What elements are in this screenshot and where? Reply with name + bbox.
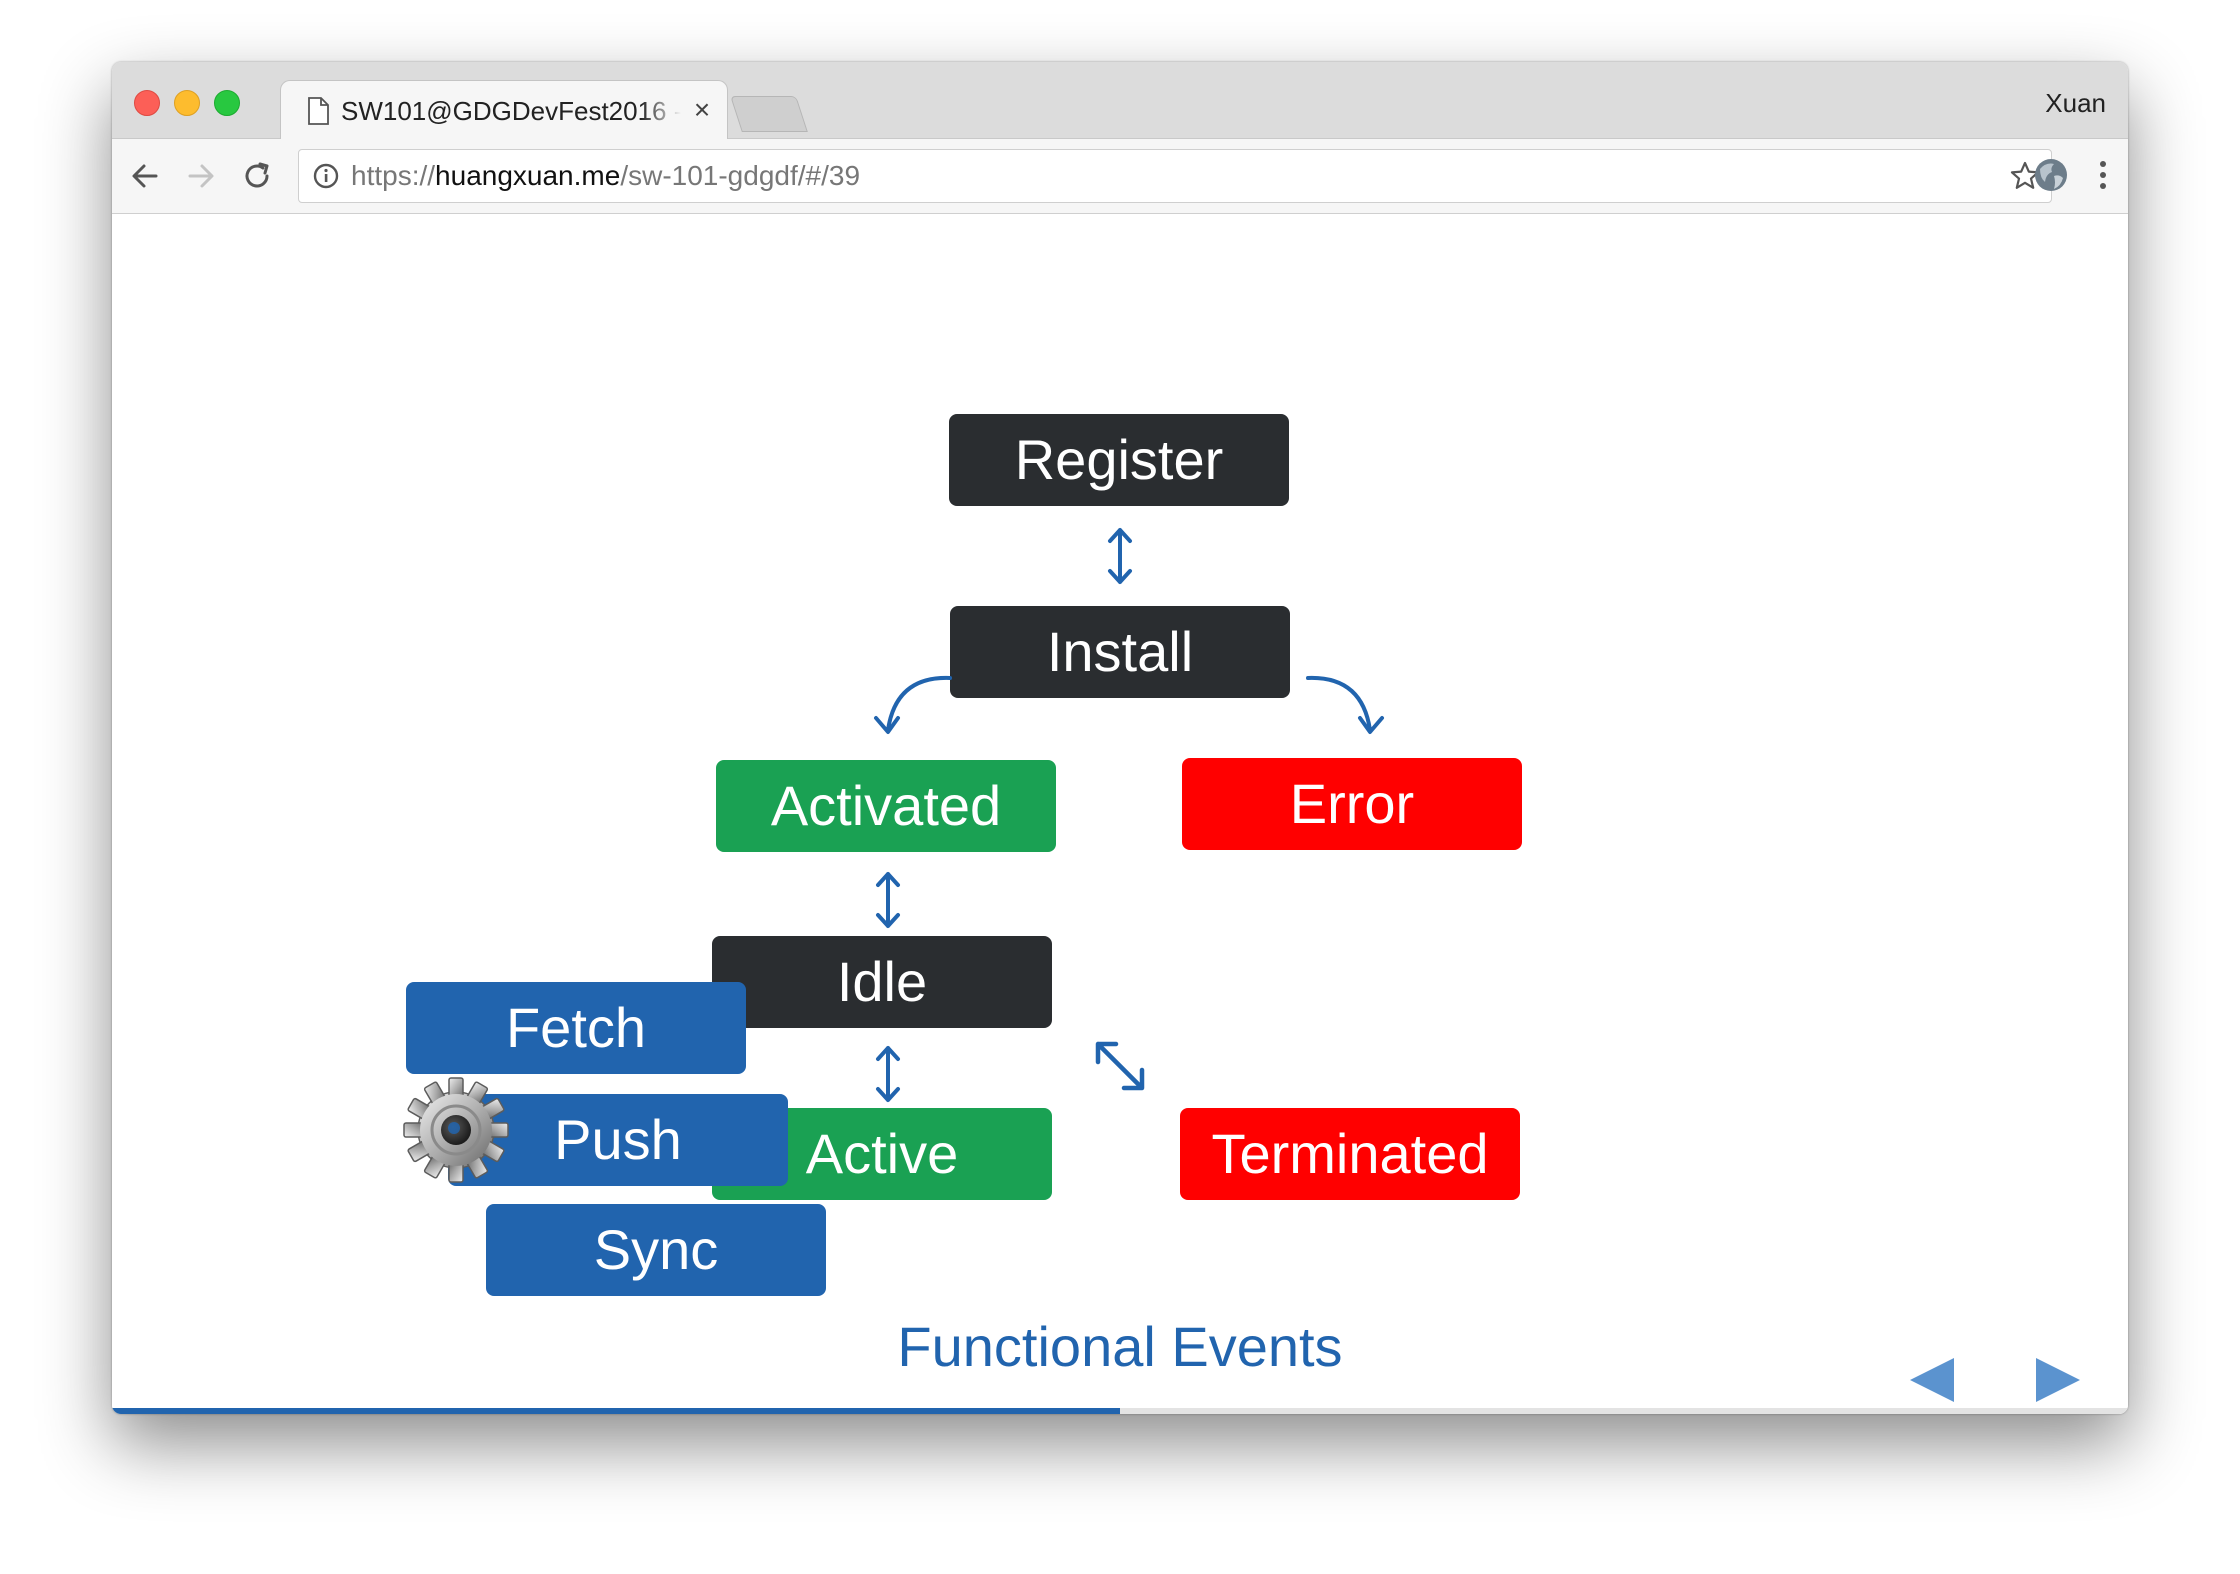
reload-icon[interactable]	[238, 157, 276, 195]
url-path: /sw-101-gdgdf/#/39	[620, 160, 861, 191]
document-icon	[308, 97, 329, 125]
tab-close-button[interactable]: ×	[693, 94, 711, 125]
curved-arrow-right-icon	[1306, 675, 1384, 734]
node-register: Register	[949, 414, 1289, 506]
node-activated: Activated	[716, 760, 1056, 852]
event-sync: Sync	[486, 1204, 826, 1296]
node-install: Install	[950, 606, 1290, 698]
url-scheme: https://	[351, 160, 436, 191]
close-window-button[interactable]	[134, 90, 160, 116]
url-text[interactable]: https://huangxuan.me/sw-101-gdgdf/#/39	[351, 160, 860, 192]
triangle-right-icon[interactable]	[2034, 1356, 2082, 1404]
slide: Register Install Activated Error Idle Ac…	[112, 214, 2128, 1414]
kebab-menu-icon[interactable]	[2098, 156, 2108, 194]
info-icon[interactable]	[313, 163, 339, 189]
back-arrow-icon[interactable]	[126, 157, 164, 195]
slide-caption: Functional Events	[897, 1315, 1343, 1378]
address-bar[interactable]: https://huangxuan.me/sw-101-gdgdf/#/39	[298, 149, 2052, 203]
browser-window: SW101@GDGDevFest2016 - GDG × Xuan h	[112, 62, 2128, 1414]
new-tab-button[interactable]	[730, 96, 808, 132]
browser-toolbar: https://huangxuan.me/sw-101-gdgdf/#/39	[112, 139, 2128, 214]
double-arrow-diagonal-icon	[1095, 1041, 1145, 1091]
node-error: Error	[1182, 758, 1522, 850]
node-idle: Idle	[712, 936, 1052, 1028]
forward-arrow-icon[interactable]	[182, 157, 220, 195]
node-terminated: Terminated	[1180, 1108, 1520, 1200]
double-arrow-vertical-icon	[1108, 528, 1132, 584]
tab-title: SW101@GDGDevFest2016 - GDG	[341, 96, 681, 126]
profile-name[interactable]: Xuan	[2045, 88, 2106, 118]
extension-icon[interactable]	[2032, 156, 2070, 194]
triangle-left-icon[interactable]	[1908, 1356, 1956, 1404]
event-fetch: Fetch	[406, 982, 746, 1074]
title-bar: SW101@GDGDevFest2016 - GDG × Xuan	[112, 62, 2128, 139]
tab-title-fade	[641, 96, 681, 126]
tab-title-text: SW101@GDGDevFest2016 - GDG	[341, 96, 681, 126]
star-icon[interactable]	[2009, 160, 2041, 192]
maximize-window-button[interactable]	[214, 90, 240, 116]
double-arrow-vertical-icon-3	[876, 1046, 900, 1102]
slide-progress-fill	[112, 1408, 1120, 1414]
url-host: huangxuan.me	[435, 160, 621, 191]
tab-active[interactable]: SW101@GDGDevFest2016 - GDG ×	[280, 80, 728, 139]
minimize-window-button[interactable]	[174, 90, 200, 116]
double-arrow-vertical-icon-2	[876, 872, 900, 928]
slide-progress-bar	[112, 1408, 2128, 1414]
curved-arrow-left-icon	[874, 675, 952, 734]
gear-icon	[403, 1077, 509, 1183]
